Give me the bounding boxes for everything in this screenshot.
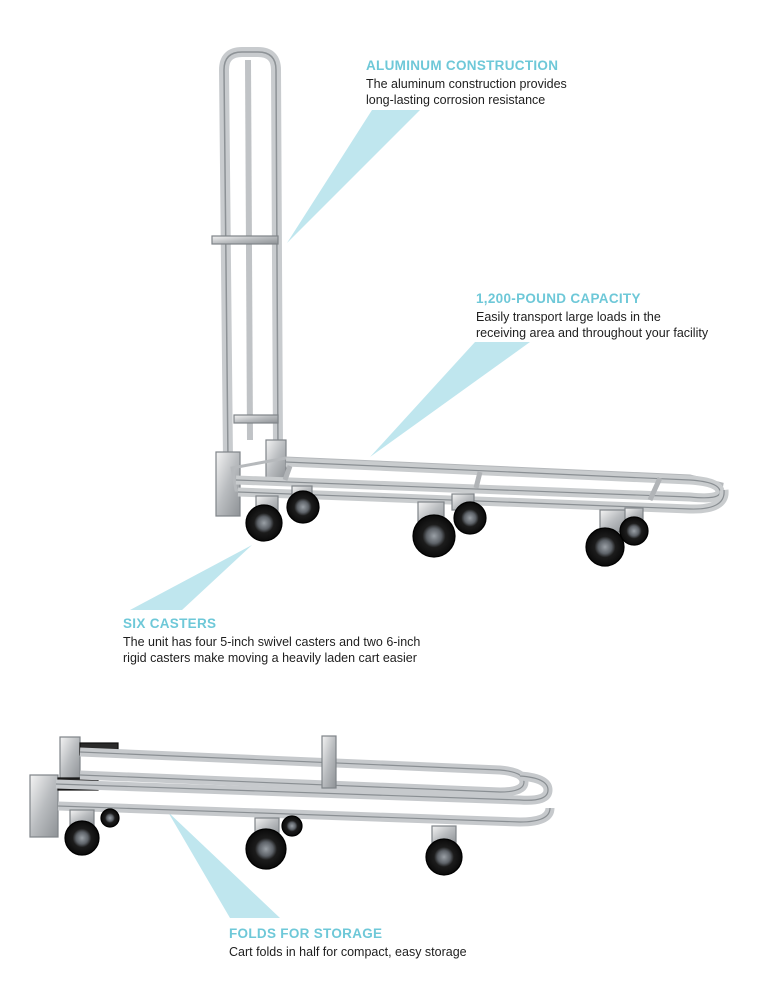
callout-pointers: [130, 110, 530, 918]
pointer-folds: [168, 812, 280, 918]
callout-description-line: rigid casters make moving a heavily lade…: [123, 651, 417, 665]
callout-title: FOLDS FOR STORAGE: [229, 926, 383, 941]
callout-aluminum-construction: ALUMINUM CONSTRUCTION The aluminum const…: [366, 58, 567, 108]
upright-cart: [211, 47, 729, 567]
pointer-aluminum: [287, 110, 420, 243]
callout-title: 1,200-POUND CAPACITY: [476, 291, 641, 306]
callout-description-line: Easily transport large loads in the: [476, 310, 661, 324]
folded-caster-wheels: [64, 808, 463, 876]
pointer-casters: [130, 545, 252, 610]
callout-description-line: receiving area and throughout your facil…: [476, 326, 709, 340]
callout-description-line: Cart folds in half for compact, easy sto…: [229, 945, 467, 959]
pointer-capacity: [370, 342, 530, 457]
callout-description-line: The aluminum construction provides: [366, 77, 567, 91]
callout-title: ALUMINUM CONSTRUCTION: [366, 58, 559, 73]
callout-title: SIX CASTERS: [123, 616, 217, 631]
callout-description-line: The unit has four 5-inch swivel casters …: [123, 635, 421, 649]
callout-six-casters: SIX CASTERS The unit has four 5-inch swi…: [123, 616, 420, 666]
caster-wheels: [245, 490, 649, 567]
callout-description-line: long-lasting corrosion resistance: [366, 93, 546, 107]
folded-cart: [29, 735, 555, 876]
callout-capacity: 1,200-POUND CAPACITY Easily transport la…: [476, 291, 708, 341]
callout-folds-for-storage: FOLDS FOR STORAGE Cart folds in half for…: [229, 926, 467, 960]
